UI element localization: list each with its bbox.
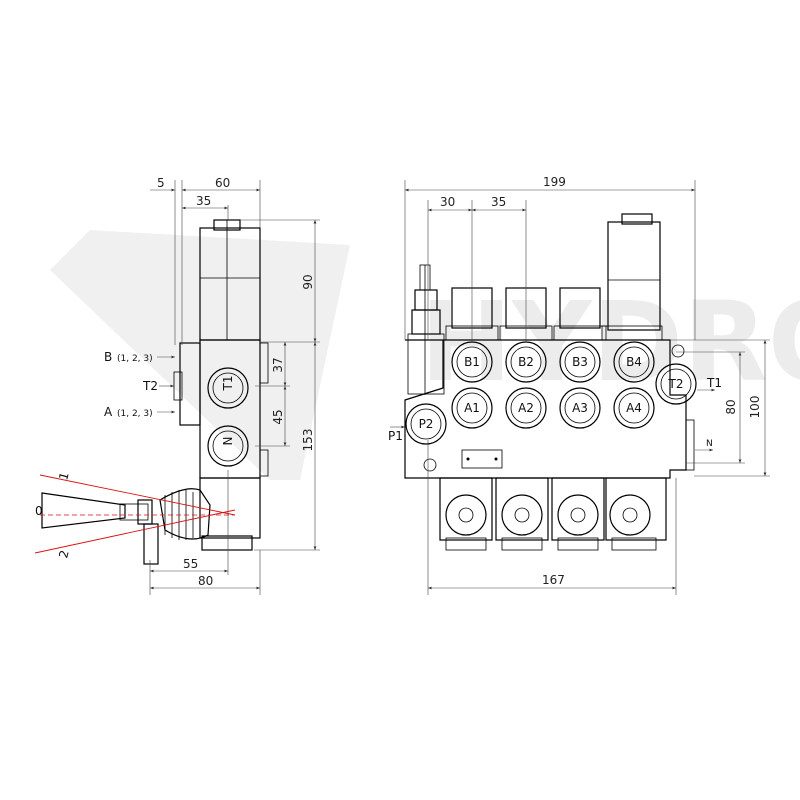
dim-side-153: 153 — [301, 429, 315, 452]
dim-side-55: 55 — [183, 557, 198, 571]
port-t2: T2 — [668, 377, 684, 391]
a-ports: A1 A2 A3 A4 — [451, 387, 655, 429]
side-label-a-sub: (1, 2, 3) — [117, 409, 153, 419]
side-label-t2: T2 — [142, 379, 158, 393]
dim-side-45: 45 — [271, 409, 285, 424]
dim-front-35: 35 — [491, 195, 506, 209]
dim-side-80: 80 — [198, 574, 213, 588]
side-view: T1 N 0 1 2 B (1, 2, 3) T2 A (1, 2, 3) — [34, 176, 320, 595]
dim-side-5: 5 — [157, 176, 165, 190]
lower-spool-housings — [439, 477, 667, 551]
side-port-t1-label: T1 — [221, 376, 235, 392]
port-a2: A2 — [518, 401, 534, 415]
port-b1: B1 — [464, 355, 480, 369]
lever-pos2-label: 2 — [56, 549, 72, 560]
lever-handle: 0 1 2 — [34, 471, 236, 565]
dim-side-60: 60 — [215, 176, 230, 190]
side-label-a: A — [104, 405, 113, 419]
port-b4: B4 — [626, 355, 642, 369]
side-port-n-label: N — [221, 437, 235, 446]
arrow-t1-label: T1 — [706, 376, 722, 390]
front-view: B1 B2 B3 B4 A1 A2 A3 A4 T2 P2 — [388, 175, 770, 595]
lever-pos0-label: 0 — [35, 504, 43, 518]
dim-front-80: 80 — [724, 399, 738, 414]
lever-pos1-label: 1 — [56, 471, 72, 482]
dim-side-90: 90 — [301, 274, 315, 289]
dim-side-37: 37 — [271, 357, 285, 372]
port-a4: A4 — [626, 401, 642, 415]
dim-side-35: 35 — [196, 194, 211, 208]
dim-front-167: 167 — [542, 573, 565, 587]
watermark-text: HYDRO — [420, 278, 800, 406]
dim-front-100: 100 — [748, 396, 762, 419]
side-label-b: B — [104, 350, 112, 364]
side-label-b-sub: (1, 2, 3) — [117, 354, 153, 364]
dim-front-199: 199 — [543, 175, 566, 189]
arrow-n-label: N — [706, 439, 713, 449]
port-a1: A1 — [464, 401, 480, 415]
port-b3: B3 — [572, 355, 588, 369]
dim-front-30: 30 — [440, 195, 455, 209]
arrow-p1-label: P1 — [388, 429, 403, 443]
port-b2: B2 — [518, 355, 534, 369]
port-p2: P2 — [419, 417, 434, 431]
port-a3: A3 — [572, 401, 588, 415]
